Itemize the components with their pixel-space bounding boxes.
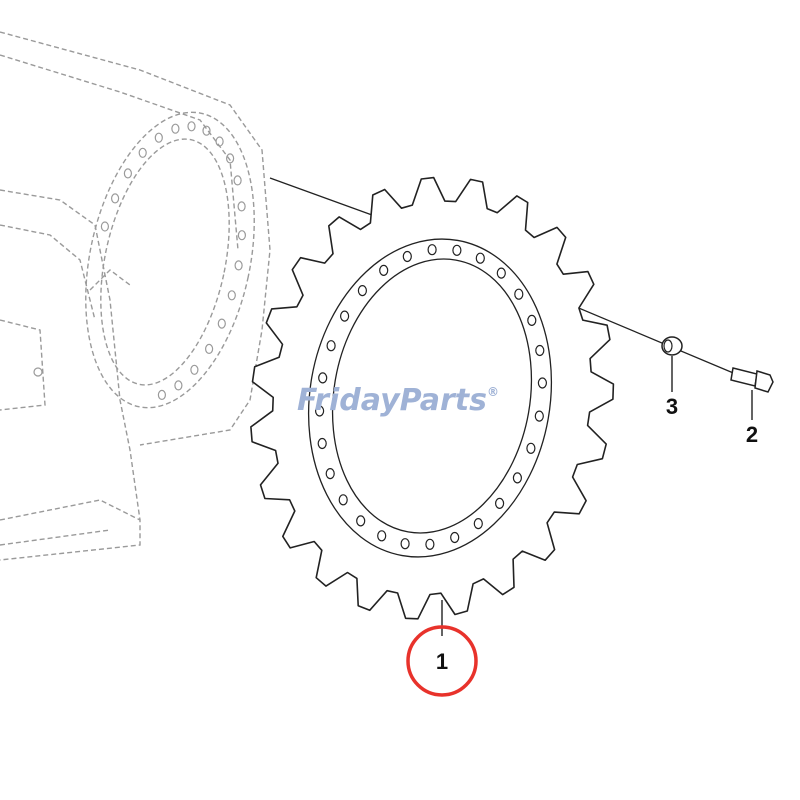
watermark-logo: FridayParts® <box>297 383 499 418</box>
sprocket-bolt-hole <box>473 517 483 530</box>
housing-bolt-hole <box>234 260 243 271</box>
sprocket-bolt-holes <box>315 244 548 550</box>
sprocket-bolt-hole <box>338 494 348 506</box>
sprocket-bolt-hole <box>402 250 412 263</box>
sprocket-bolt-hole <box>475 252 485 264</box>
sprocket-bolt-hole <box>425 538 435 550</box>
housing-bolt-hole <box>187 121 196 132</box>
callout-label-1[interactable]: 1 <box>436 649 448 674</box>
sprocket-bolt-hole <box>379 264 389 276</box>
sprocket-bolt-hole <box>315 405 325 417</box>
sprocket-bolt-hole <box>400 538 410 550</box>
sprocket-bolt-hole <box>427 244 437 256</box>
housing-bolt-hole <box>174 380 183 391</box>
housing-pin-hole <box>33 367 43 377</box>
sprocket-bolt-hole <box>356 515 366 527</box>
sprocket-bolt-hole <box>512 472 523 484</box>
housing-bolt-hole <box>190 364 199 375</box>
callout-label-3[interactable]: 3 <box>666 394 678 419</box>
housing-bolt-hole <box>215 136 224 147</box>
housing-bolt-hole <box>154 132 163 143</box>
housing-bolt-hole <box>237 201 246 212</box>
housing-bolt-hole <box>110 193 120 204</box>
housing-bolt-hole <box>237 230 246 241</box>
housing-bolt-hole <box>205 343 214 354</box>
washer-part-3[interactable] <box>661 336 683 356</box>
housing-bolt-holes <box>100 121 246 400</box>
sprocket-bolt-hole <box>318 372 328 384</box>
sprocket-bolt-hole <box>535 344 545 357</box>
bolt-head <box>754 370 774 393</box>
sprocket-bolt-hole <box>452 244 462 256</box>
sprocket-bolt-hole <box>534 410 544 422</box>
housing-bolt-hole <box>227 290 236 301</box>
sprocket-bolt-hole <box>377 530 387 542</box>
sprocket-bolt-hole <box>450 531 460 544</box>
housing-bolt-hole <box>217 318 226 329</box>
sprocket-hub-inner <box>331 258 533 534</box>
watermark-reg: ® <box>487 385 499 399</box>
bolt-part-2[interactable] <box>730 367 774 393</box>
sprocket-bolt-hole <box>514 288 524 300</box>
final-drive-housing <box>0 31 271 561</box>
callout-label-2[interactable]: 2 <box>746 422 758 447</box>
sprocket-bolt-hole <box>537 377 548 389</box>
watermark-part2: Parts <box>400 383 487 418</box>
housing-bolt-hole <box>100 221 110 232</box>
sprocket-bolt-hole <box>317 437 327 450</box>
housing-bolt-hole <box>202 125 211 136</box>
sprocket-bolt-hole <box>326 340 336 352</box>
bolt-shank <box>730 367 758 387</box>
sprocket-outline <box>250 176 615 620</box>
sprocket-bolt-hole <box>340 310 350 322</box>
sprocket-bolt-hole <box>496 267 506 279</box>
housing-bolt-hole <box>123 168 133 179</box>
housing-bolt-hole <box>138 147 147 158</box>
callout-1-highlight-ring <box>406 625 478 697</box>
sprocket-bolt-hole <box>325 468 335 480</box>
sprocket-part-1[interactable] <box>250 176 615 620</box>
sprocket-bolt-hole <box>357 285 367 297</box>
housing-bolt-hole <box>157 389 166 400</box>
housing-bolt-hole <box>171 123 180 134</box>
sprocket-bolt-hole <box>495 497 505 509</box>
housing-bolt-hole <box>233 175 242 186</box>
washer-hole <box>663 339 673 353</box>
sprocket-bolt-hole <box>526 442 536 454</box>
assembly-line-housing <box>269 177 373 216</box>
sprocket-bolt-hole <box>527 314 537 326</box>
sprocket-hub-outer <box>307 238 553 558</box>
watermark-part1: Friday <box>297 383 401 418</box>
housing-bolt-hole <box>226 153 235 164</box>
